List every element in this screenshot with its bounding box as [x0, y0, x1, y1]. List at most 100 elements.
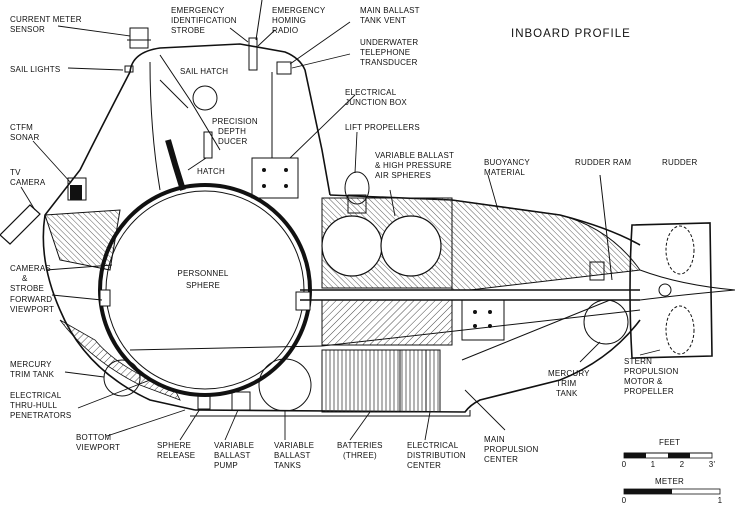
label-precision-1: PRECISION [212, 117, 258, 126]
scale-bar-meter: METER 0 1 [622, 477, 723, 505]
label-mercury-fwd-2: TRIM TANK [10, 370, 55, 379]
batteries-box [321, 299, 505, 413]
personnel-sphere-label-1: PERSONNEL [177, 269, 228, 278]
label-mbt-vent-1: MAIN BALLAST [360, 6, 420, 15]
label-cameras-1: CAMERAS [10, 264, 51, 273]
label-thru-hull-1: ELECTRICAL [10, 391, 62, 400]
diagram-title: INBOARD PROFILE [511, 28, 631, 40]
label-lift-props: LIFT PROPELLERS [345, 123, 420, 132]
label-vb-pump-3: PUMP [214, 461, 238, 470]
label-mercury-fwd-1: MERCURY [10, 360, 52, 369]
label-mercury-aft-1: MERCURY [548, 369, 590, 378]
label-precision-3: DUCER [218, 137, 247, 146]
label-ctfm-1: CTFM [10, 123, 33, 132]
label-precision-2: DEPTH [218, 127, 246, 136]
label-vb-pump-2: BALLAST [214, 451, 251, 460]
label-cameras-2: & [22, 274, 28, 283]
label-stern-prop-4: PROPELLER [624, 387, 674, 396]
label-emerg-strobe-1: EMERGENCY [171, 6, 225, 15]
label-main-prop-1: MAIN [484, 435, 505, 444]
label-tv-camera-2: CAMERA [10, 178, 46, 187]
label-sphere-release-1: SPHERE [157, 441, 191, 450]
rudder-assembly [629, 222, 735, 359]
scale-feet-tick-3: 3' [709, 460, 716, 469]
label-sphere-release-2: RELEASE [157, 451, 195, 460]
hatch-trunk [165, 139, 186, 191]
label-current-meter-2: SENSOR [10, 25, 45, 34]
mast-equipment [124, 0, 292, 75]
label-batteries-2: (THREE) [343, 451, 377, 460]
mercury-trim-tank-aft [583, 299, 629, 345]
label-current-meter-1: CURRENT METER [10, 15, 82, 24]
label-uw-tel-2: TELEPHONE [360, 48, 410, 57]
scale-meter-tick-1: 1 [718, 496, 723, 505]
label-fwd-viewport-1: FORWARD [10, 295, 52, 304]
label-cameras-3: STROBE [10, 284, 44, 293]
label-sail-hatch: SAIL HATCH [180, 67, 228, 76]
label-rudder-ram: RUDDER RAM [575, 158, 631, 167]
label-bottom-viewport-2: VIEWPORT [76, 443, 120, 452]
leader-lines [20, 21, 661, 441]
label-vb-tanks-2: BALLAST [274, 451, 311, 460]
label-emerg-radio-3: RADIO [272, 26, 298, 35]
label-batteries-1: BATTERIES [337, 441, 383, 450]
label-vb-hp-2: & HIGH PRESSURE [375, 161, 452, 170]
label-bottom-viewport-1: BOTTOM [76, 433, 111, 442]
label-emerg-radio-1: EMERGENCY [272, 6, 326, 15]
callout-labels: CURRENT METER SENSOR SAIL LIGHTS CTFM SO… [10, 6, 697, 470]
label-mercury-aft-2: TRIM [556, 379, 576, 388]
label-hatch: HATCH [197, 167, 225, 176]
label-stern-prop-3: MOTOR & [624, 377, 663, 386]
precision-depth-ducer [203, 131, 213, 159]
label-fwd-viewport-2: VIEWPORT [10, 305, 54, 314]
label-ctfm-2: SONAR [10, 133, 39, 142]
scale-meter-tick-0: 0 [622, 496, 627, 505]
scale-bar-feet: FEET 0 1 2 3' [622, 438, 716, 469]
label-tv-camera-1: TV [10, 168, 21, 177]
label-thru-hull-3: PENETRATORS [10, 411, 71, 420]
label-vb-tanks-1: VARIABLE [274, 441, 314, 450]
scale-feet-tick-0: 0 [622, 460, 627, 469]
variable-ballast-pump [231, 391, 251, 411]
scale-feet-tick-2: 2 [680, 460, 685, 469]
personnel-sphere: PERSONNEL SPHERE [98, 183, 312, 397]
label-junction-1: ELECTRICAL [345, 88, 397, 97]
label-buoyancy-2: MATERIAL [484, 168, 525, 177]
label-uw-tel-3: TRANSDUCER [360, 58, 418, 67]
label-vb-hp-3: AIR SPHERES [375, 171, 431, 180]
label-emerg-strobe-2: IDENTIFICATION [171, 16, 237, 25]
variable-ballast-tank [258, 358, 312, 412]
label-vb-pump-1: VARIABLE [214, 441, 254, 450]
label-sail-lights: SAIL LIGHTS [10, 65, 60, 74]
label-buoyancy-1: BUOYANCY [484, 158, 530, 167]
label-mbt-vent-2: TANK VENT [360, 16, 406, 25]
label-elec-dist-2: DISTRIBUTION [407, 451, 466, 460]
label-vb-tanks-3: TANKS [274, 461, 301, 470]
scale-feet-tick-1: 1 [651, 460, 656, 469]
label-main-prop-3: CENTER [484, 455, 518, 464]
electrical-junction-box [251, 72, 299, 199]
personnel-sphere-label-2: SPHERE [186, 281, 220, 290]
label-main-prop-2: PROPULSION [484, 445, 538, 454]
sphere-release [197, 394, 211, 410]
ctfm-sonar-tv-camera [0, 177, 87, 245]
scale-feet-unit: FEET [659, 438, 680, 447]
label-junction-2: JUNCTION BOX [345, 98, 407, 107]
rudder-ram [589, 174, 613, 281]
label-elec-dist-1: ELECTRICAL [407, 441, 459, 450]
label-mercury-aft-3: TANK [556, 389, 578, 398]
label-uw-tel-1: UNDERWATER [360, 38, 418, 47]
label-stern-prop-2: PROPULSION [624, 367, 678, 376]
scale-meter-unit: METER [655, 477, 684, 486]
label-vb-hp-1: VARIABLE BALLAST [375, 151, 454, 160]
mercury-trim-tank-fwd [103, 359, 141, 397]
label-emerg-strobe-3: STROBE [171, 26, 205, 35]
sail-hatch-port [192, 85, 218, 111]
label-thru-hull-2: THRU-HULL [10, 401, 57, 410]
label-elec-dist-3: CENTER [407, 461, 441, 470]
ballast-air-spheres [321, 197, 453, 289]
label-stern-prop-1: STERN [624, 357, 652, 366]
label-rudder: RUDDER [662, 158, 697, 167]
label-emerg-radio-2: HOMING [272, 16, 306, 25]
